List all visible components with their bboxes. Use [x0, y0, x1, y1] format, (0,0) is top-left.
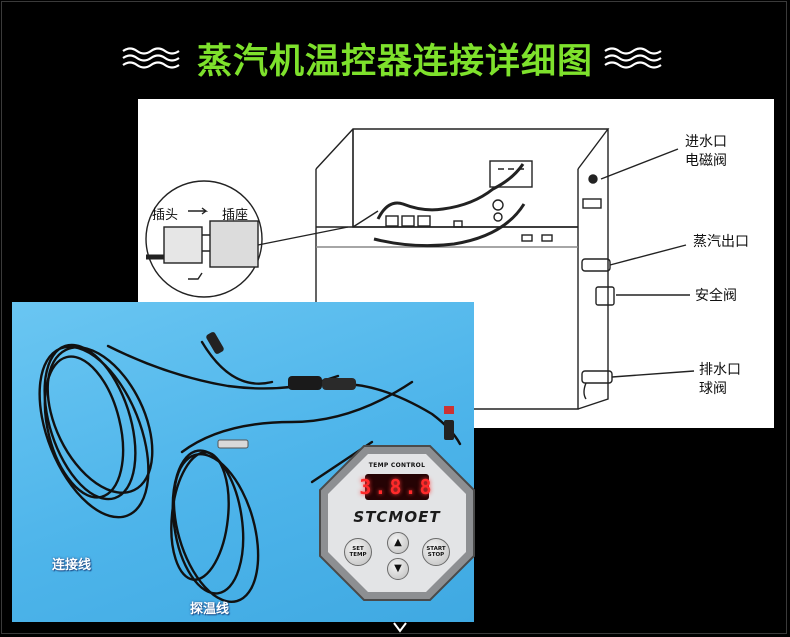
temperature-display-value: 3.8.8	[359, 475, 435, 499]
callout-drain-valve: 排水口 球阀	[699, 361, 741, 399]
callout-inlet-valve-line2: 电磁阀	[685, 153, 727, 169]
up-arrow-icon: ▲	[394, 537, 402, 548]
temperature-controller: TEMP CONTROL 3.8.8 STCMOET SET TEMP ▲ ▼ …	[318, 444, 476, 602]
start-stop-button[interactable]: START STOP	[422, 538, 450, 566]
callout-inlet-valve-line1: 进水口	[685, 134, 727, 150]
set-temp-label-line2: TEMP	[349, 552, 367, 558]
cables-drawing	[38, 332, 462, 604]
down-button[interactable]: ▼	[387, 558, 409, 580]
steam-generator-drawing: 插头 插座	[145, 128, 695, 410]
start-stop-label-line1: START	[426, 546, 446, 552]
plug-label: 插头	[152, 208, 178, 223]
temperature-display: 3.8.8	[359, 474, 432, 500]
up-button[interactable]: ▲	[387, 532, 409, 554]
bottom-marker-icon	[393, 622, 407, 633]
title-bar: 蒸汽机温控器连接详细图	[0, 30, 790, 86]
callout-inlet-valve: 进水口 电磁阀	[685, 133, 727, 171]
callout-drain-valve-line1: 排水口	[699, 362, 741, 378]
set-temp-button[interactable]: SET TEMP	[344, 538, 372, 566]
socket-label: 插座	[222, 208, 248, 223]
set-temp-label-line1: SET	[352, 546, 364, 552]
callout-steam-outlet: 蒸汽出口	[693, 234, 749, 250]
start-stop-label-line2: STOP	[427, 552, 445, 558]
probe-cable-label: 探温线	[190, 602, 230, 617]
wave-decoration-right-icon	[604, 47, 662, 69]
callout-safety-valve: 安全阀	[695, 288, 737, 304]
page-title: 蒸汽机温控器连接详细图	[196, 41, 593, 82]
temp-control-label: TEMP CONTROL	[368, 462, 426, 469]
brand-logo: STCMOET	[353, 508, 441, 526]
wave-decoration-left-icon	[122, 47, 180, 69]
down-arrow-icon: ▼	[394, 563, 402, 574]
callout-drain-valve-line2: 球阀	[699, 381, 727, 397]
connection-cable-label: 连接线	[52, 558, 92, 573]
